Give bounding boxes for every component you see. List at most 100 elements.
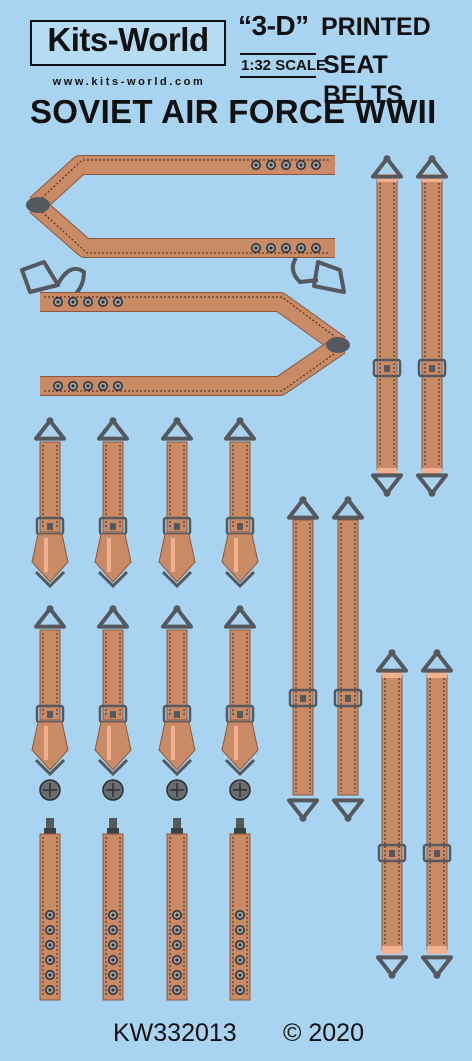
buckle-rivet [299, 814, 307, 822]
lower-long-strap-2 [421, 649, 453, 979]
lap-belt-hook [326, 337, 350, 353]
logo-frame [30, 20, 226, 66]
triangle-buckle [421, 955, 453, 978]
adjuster-pin [384, 365, 390, 372]
tongue-clamp [44, 828, 56, 834]
tongue-clamp [107, 828, 119, 834]
adjuster-pin [434, 850, 440, 857]
tongue-strap-3 [166, 818, 188, 1001]
buckle-rivet [383, 155, 391, 163]
adjuster-pin [47, 523, 53, 530]
strap-tab [422, 468, 442, 476]
triangle-buckle [161, 418, 193, 441]
title-3d: “3-D” [238, 10, 309, 41]
grommet-hole [56, 300, 60, 304]
grommet-hole [71, 384, 75, 388]
buckle-rivet [299, 496, 307, 504]
adjuster-pin [389, 850, 395, 857]
triangle-buckle [97, 606, 129, 629]
logo-text: Kits-World [47, 21, 209, 58]
grommet-hole [101, 300, 105, 304]
adjuster-pin [47, 711, 53, 718]
strap-tab [382, 946, 402, 954]
triangle-buckle [224, 418, 256, 441]
grommet-hole [111, 958, 115, 962]
scale-label: 1:32 SCALE [241, 57, 327, 74]
triangle-buckle [287, 798, 319, 821]
adjuster-pin [300, 695, 306, 702]
buckle-rivet [344, 814, 352, 822]
flared-strap-upper-1 [31, 417, 69, 589]
strap-tab [377, 468, 397, 476]
adjuster-buckle [372, 358, 402, 378]
grommet-hole [269, 163, 273, 167]
strap-tab [427, 946, 447, 954]
grommet-hole [116, 300, 120, 304]
lap-belt-upper [29, 156, 335, 212]
grommet-hole [111, 928, 115, 932]
tongue-clamp [234, 828, 246, 834]
flared-strap-end [94, 533, 132, 583]
buckle-rivet [109, 605, 117, 613]
end-fitting [224, 570, 256, 589]
grommet-hole [175, 988, 179, 992]
buckle-rivet [388, 971, 396, 979]
strap-body [292, 519, 314, 796]
product-code: KW332013 [113, 1019, 237, 1047]
flared-strap-lower-2 [94, 605, 132, 801]
stitching [44, 296, 335, 337]
grommet-hole [175, 973, 179, 977]
strap-body [381, 674, 403, 951]
grommet-hole [111, 973, 115, 977]
flared-strap-end [94, 721, 132, 771]
buckle-rivet [433, 649, 441, 657]
grommet-hole [269, 246, 273, 250]
grommet-hole [238, 958, 242, 962]
buckle-rivet [383, 489, 391, 497]
grommet-hole [254, 246, 258, 250]
grommet-hole [175, 958, 179, 962]
grommet-hole [175, 943, 179, 947]
buckle-rivet [46, 605, 54, 613]
stitching [41, 159, 330, 199]
scale-top-rule [240, 53, 316, 55]
end-fitting [224, 758, 256, 777]
tongue-strap-1 [39, 818, 61, 1001]
strap-tab [427, 670, 447, 678]
lap-belt-lower [40, 337, 346, 395]
triangle-buckle [332, 798, 364, 821]
triangle-buckle [371, 156, 403, 179]
long-shoulder-strap-2 [416, 155, 448, 497]
end-fitting [161, 758, 193, 777]
grommet-hole [238, 943, 242, 947]
triangle-buckle [97, 418, 129, 441]
grommet-hole [238, 988, 242, 992]
buckle-rivet [236, 417, 244, 425]
triangle-buckle [34, 606, 66, 629]
strap-body [166, 441, 188, 533]
grommet-hole [101, 384, 105, 388]
grommet-hole [238, 913, 242, 917]
buckle-rivet [236, 605, 244, 613]
grommet-hole [284, 246, 288, 250]
triangle-buckle [224, 606, 256, 629]
grommet-hole [71, 300, 75, 304]
tongue-tip [109, 818, 117, 832]
buckle-rivet [433, 971, 441, 979]
grommet-hole [86, 300, 90, 304]
title-seat-belts: SEAT BELTS [323, 51, 404, 109]
logo-url: www.kits-world.com [52, 76, 206, 88]
flared-strap-end [31, 721, 69, 771]
adjuster-buckle [288, 688, 318, 708]
adjuster-pin [110, 711, 116, 718]
triangle-buckle [421, 650, 453, 673]
flared-strap-upper-4 [221, 417, 259, 589]
grommet-hole [175, 928, 179, 932]
flared-strap-end [158, 533, 196, 583]
triangle-buckle [416, 156, 448, 179]
strap-body [39, 629, 61, 721]
adjuster-pin [237, 711, 243, 718]
triangle-buckle [376, 650, 408, 673]
grommet-hole [284, 163, 288, 167]
anchor-hook [290, 256, 319, 285]
